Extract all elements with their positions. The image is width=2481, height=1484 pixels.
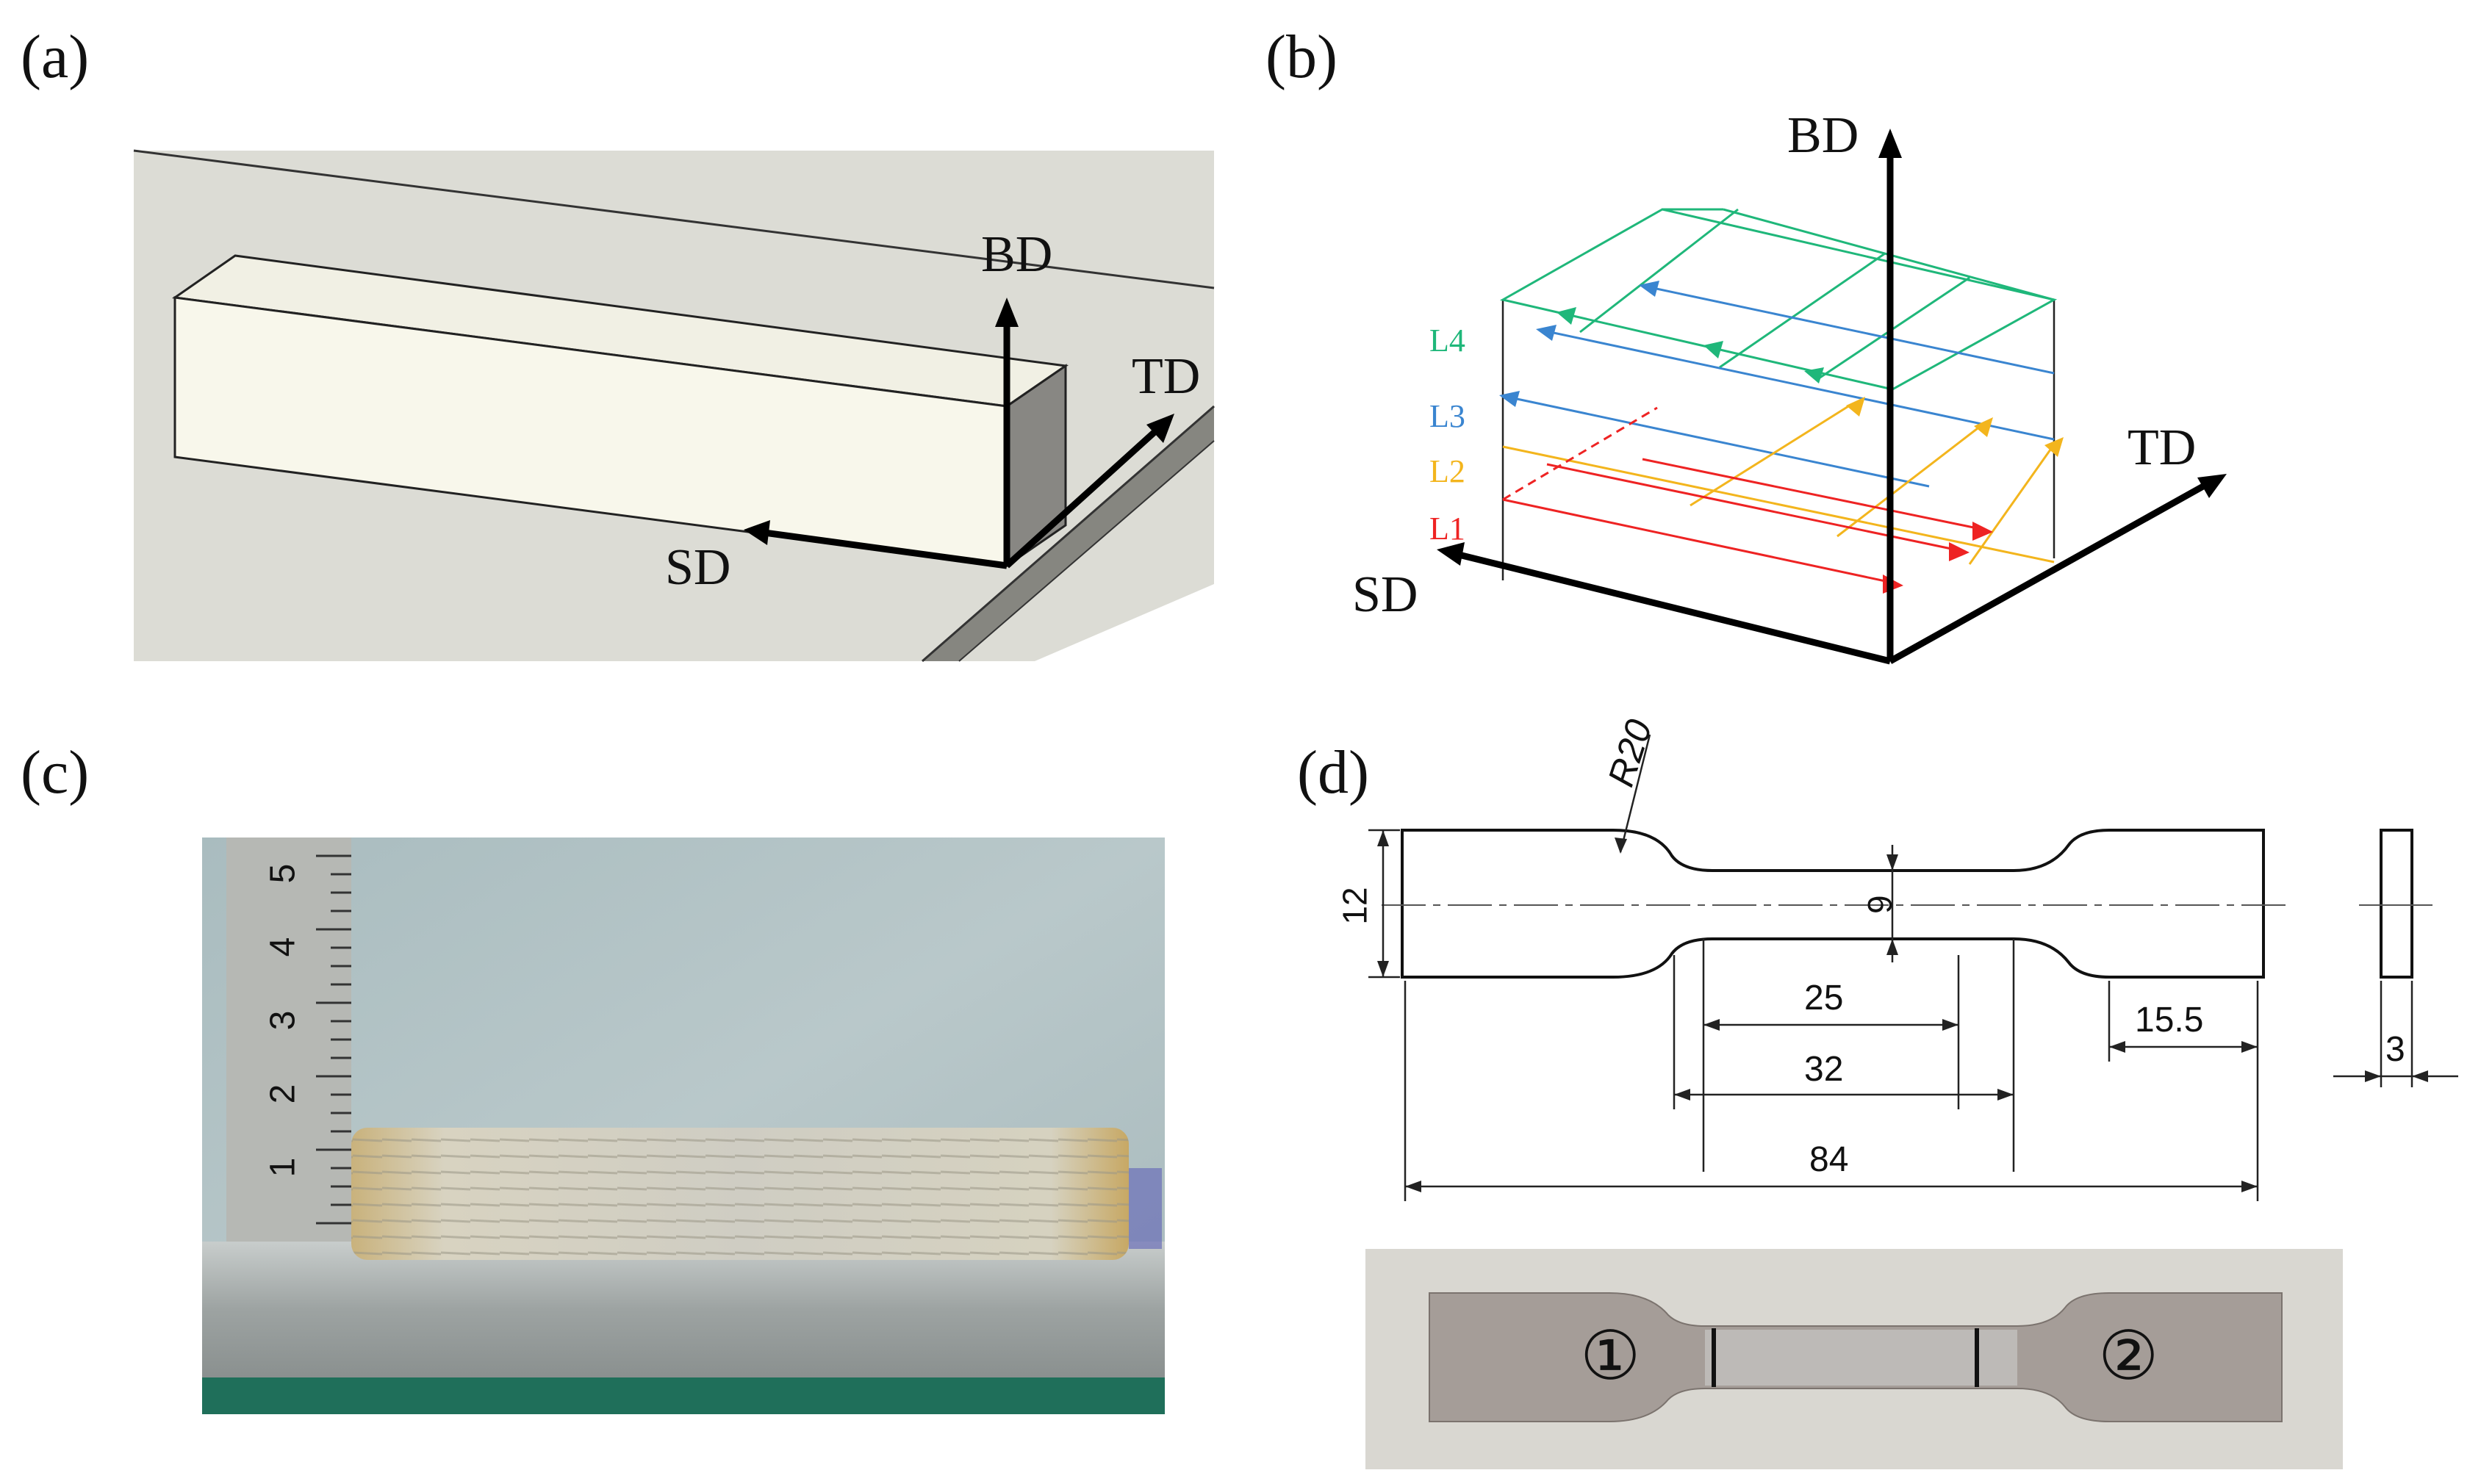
dogbone-outline: [1401, 829, 2265, 979]
sd-arrowhead: [744, 520, 770, 545]
dim-gauge-length-label: 25: [1804, 979, 1844, 1017]
layer-label-l2: L2: [1429, 453, 1465, 489]
panel-a-axes: [744, 298, 1174, 569]
panel-b-label: (b): [1265, 23, 1338, 91]
panel-d-label: (d): [1297, 738, 1369, 807]
layer-label-l3: L3: [1429, 398, 1465, 434]
panel-a-bd-label: BD: [981, 226, 1053, 283]
plate-front-edge: [922, 405, 1215, 663]
dimension-lines: [1368, 734, 2458, 1201]
ruler-ticks: [316, 854, 351, 1225]
substrate-plate: [202, 1242, 1165, 1377]
td-arrowhead: [2197, 474, 2227, 498]
deposit-box-outline: [1501, 300, 2055, 580]
layer-l2-paths: [1502, 403, 2055, 565]
bd-arrowhead: [995, 298, 1019, 327]
layer-l3-paths: [1506, 285, 2055, 488]
layer-label-l1: L1: [1429, 511, 1465, 547]
dim-grip-width-label: 12: [1335, 887, 1374, 925]
table-green-edge: [202, 1377, 1165, 1414]
thickness-view: [2380, 829, 2413, 979]
layer-l3-arrowheads: [1499, 281, 1659, 407]
layer-l2-arrowheads: [1846, 397, 2064, 457]
specimen-mark-2: ②: [2098, 1316, 2159, 1395]
panel-b-bd-label: BD: [1787, 107, 1859, 164]
sd-axis: [764, 529, 1008, 569]
dim-thickness-label: 3: [2385, 1030, 2405, 1069]
td-arrowhead: [1146, 414, 1174, 443]
sd-axis: [1457, 551, 1892, 665]
ruler: [226, 838, 351, 1245]
sd-arrowhead: [1437, 542, 1465, 566]
dim-gauge-width-label: 6: [1860, 895, 1899, 914]
specimen-mark-1: ①: [1580, 1316, 1641, 1395]
td-axis: [1888, 480, 2211, 664]
dim-parallel-length-label: 32: [1804, 1050, 1844, 1089]
dimension-arrowheads: [1377, 830, 2428, 1192]
bd-arrowhead: [1878, 129, 1902, 158]
panel-a-sd-label: SD: [665, 539, 731, 596]
panel-b-sd-label: SD: [1352, 566, 1418, 623]
td-axis: [1004, 423, 1164, 569]
layer-l4-arrowheads: [1557, 307, 1824, 383]
panel-b-axes: [1437, 129, 2227, 665]
dim-total-length-label: 84: [1809, 1140, 1849, 1179]
panel-c-label: (c): [21, 738, 90, 807]
panel-a-td-label: TD: [1132, 348, 1201, 405]
plate-back-edge: [133, 149, 1215, 289]
layer-label-l4: L4: [1429, 323, 1465, 359]
dim-grip-length-label: 15.5: [2135, 1001, 2204, 1040]
panel-a-label: (a): [21, 23, 90, 91]
panel-b-td-label: TD: [2128, 419, 2197, 476]
